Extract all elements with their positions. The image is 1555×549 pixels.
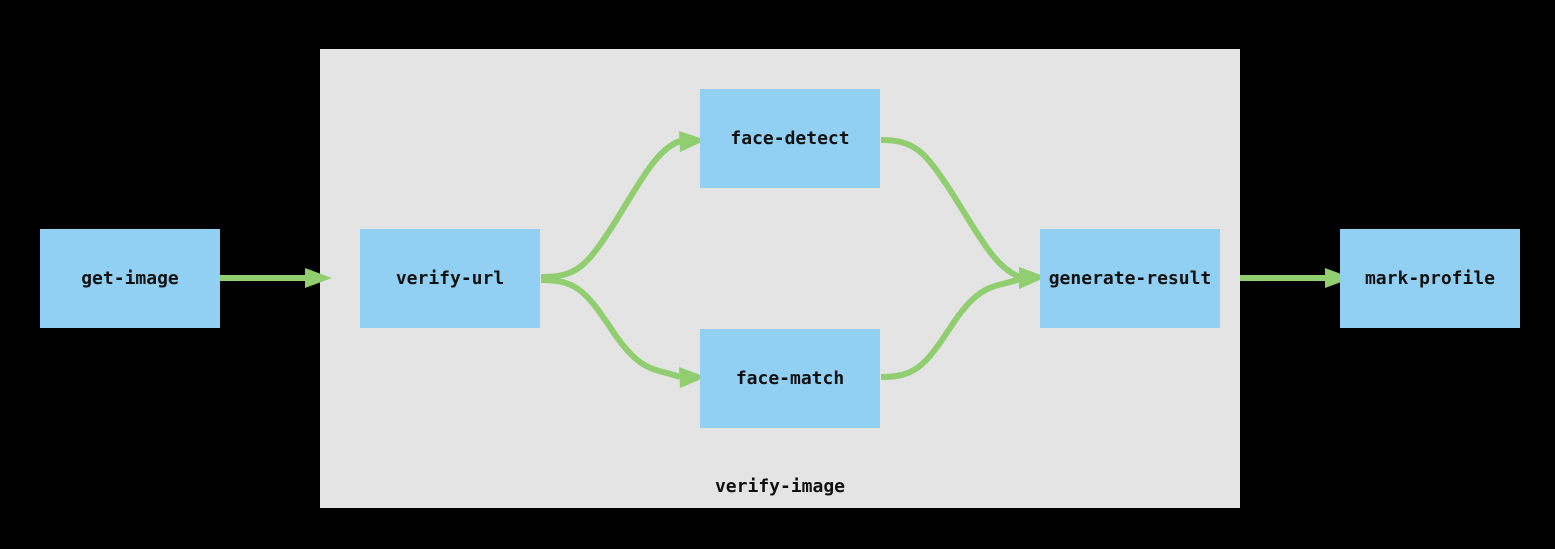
node-label: face-match xyxy=(735,367,845,389)
node-face-match[interactable]: face-match xyxy=(700,329,880,428)
node-label: get-image xyxy=(81,267,179,289)
node-label: face-detect xyxy=(730,127,850,149)
node-mark-profile[interactable]: mark-profile xyxy=(1340,229,1520,328)
node-verify-url[interactable]: verify-url xyxy=(360,229,540,328)
node-label: verify-url xyxy=(395,267,505,289)
node-generate-result[interactable]: generate-result xyxy=(1040,229,1220,328)
node-get-image[interactable]: get-image xyxy=(40,229,220,328)
node-label: mark-profile xyxy=(1364,267,1496,289)
node-face-detect[interactable]: face-detect xyxy=(700,89,880,188)
subgraph-label: verify-image xyxy=(714,476,846,497)
node-label: generate-result xyxy=(1048,267,1212,289)
